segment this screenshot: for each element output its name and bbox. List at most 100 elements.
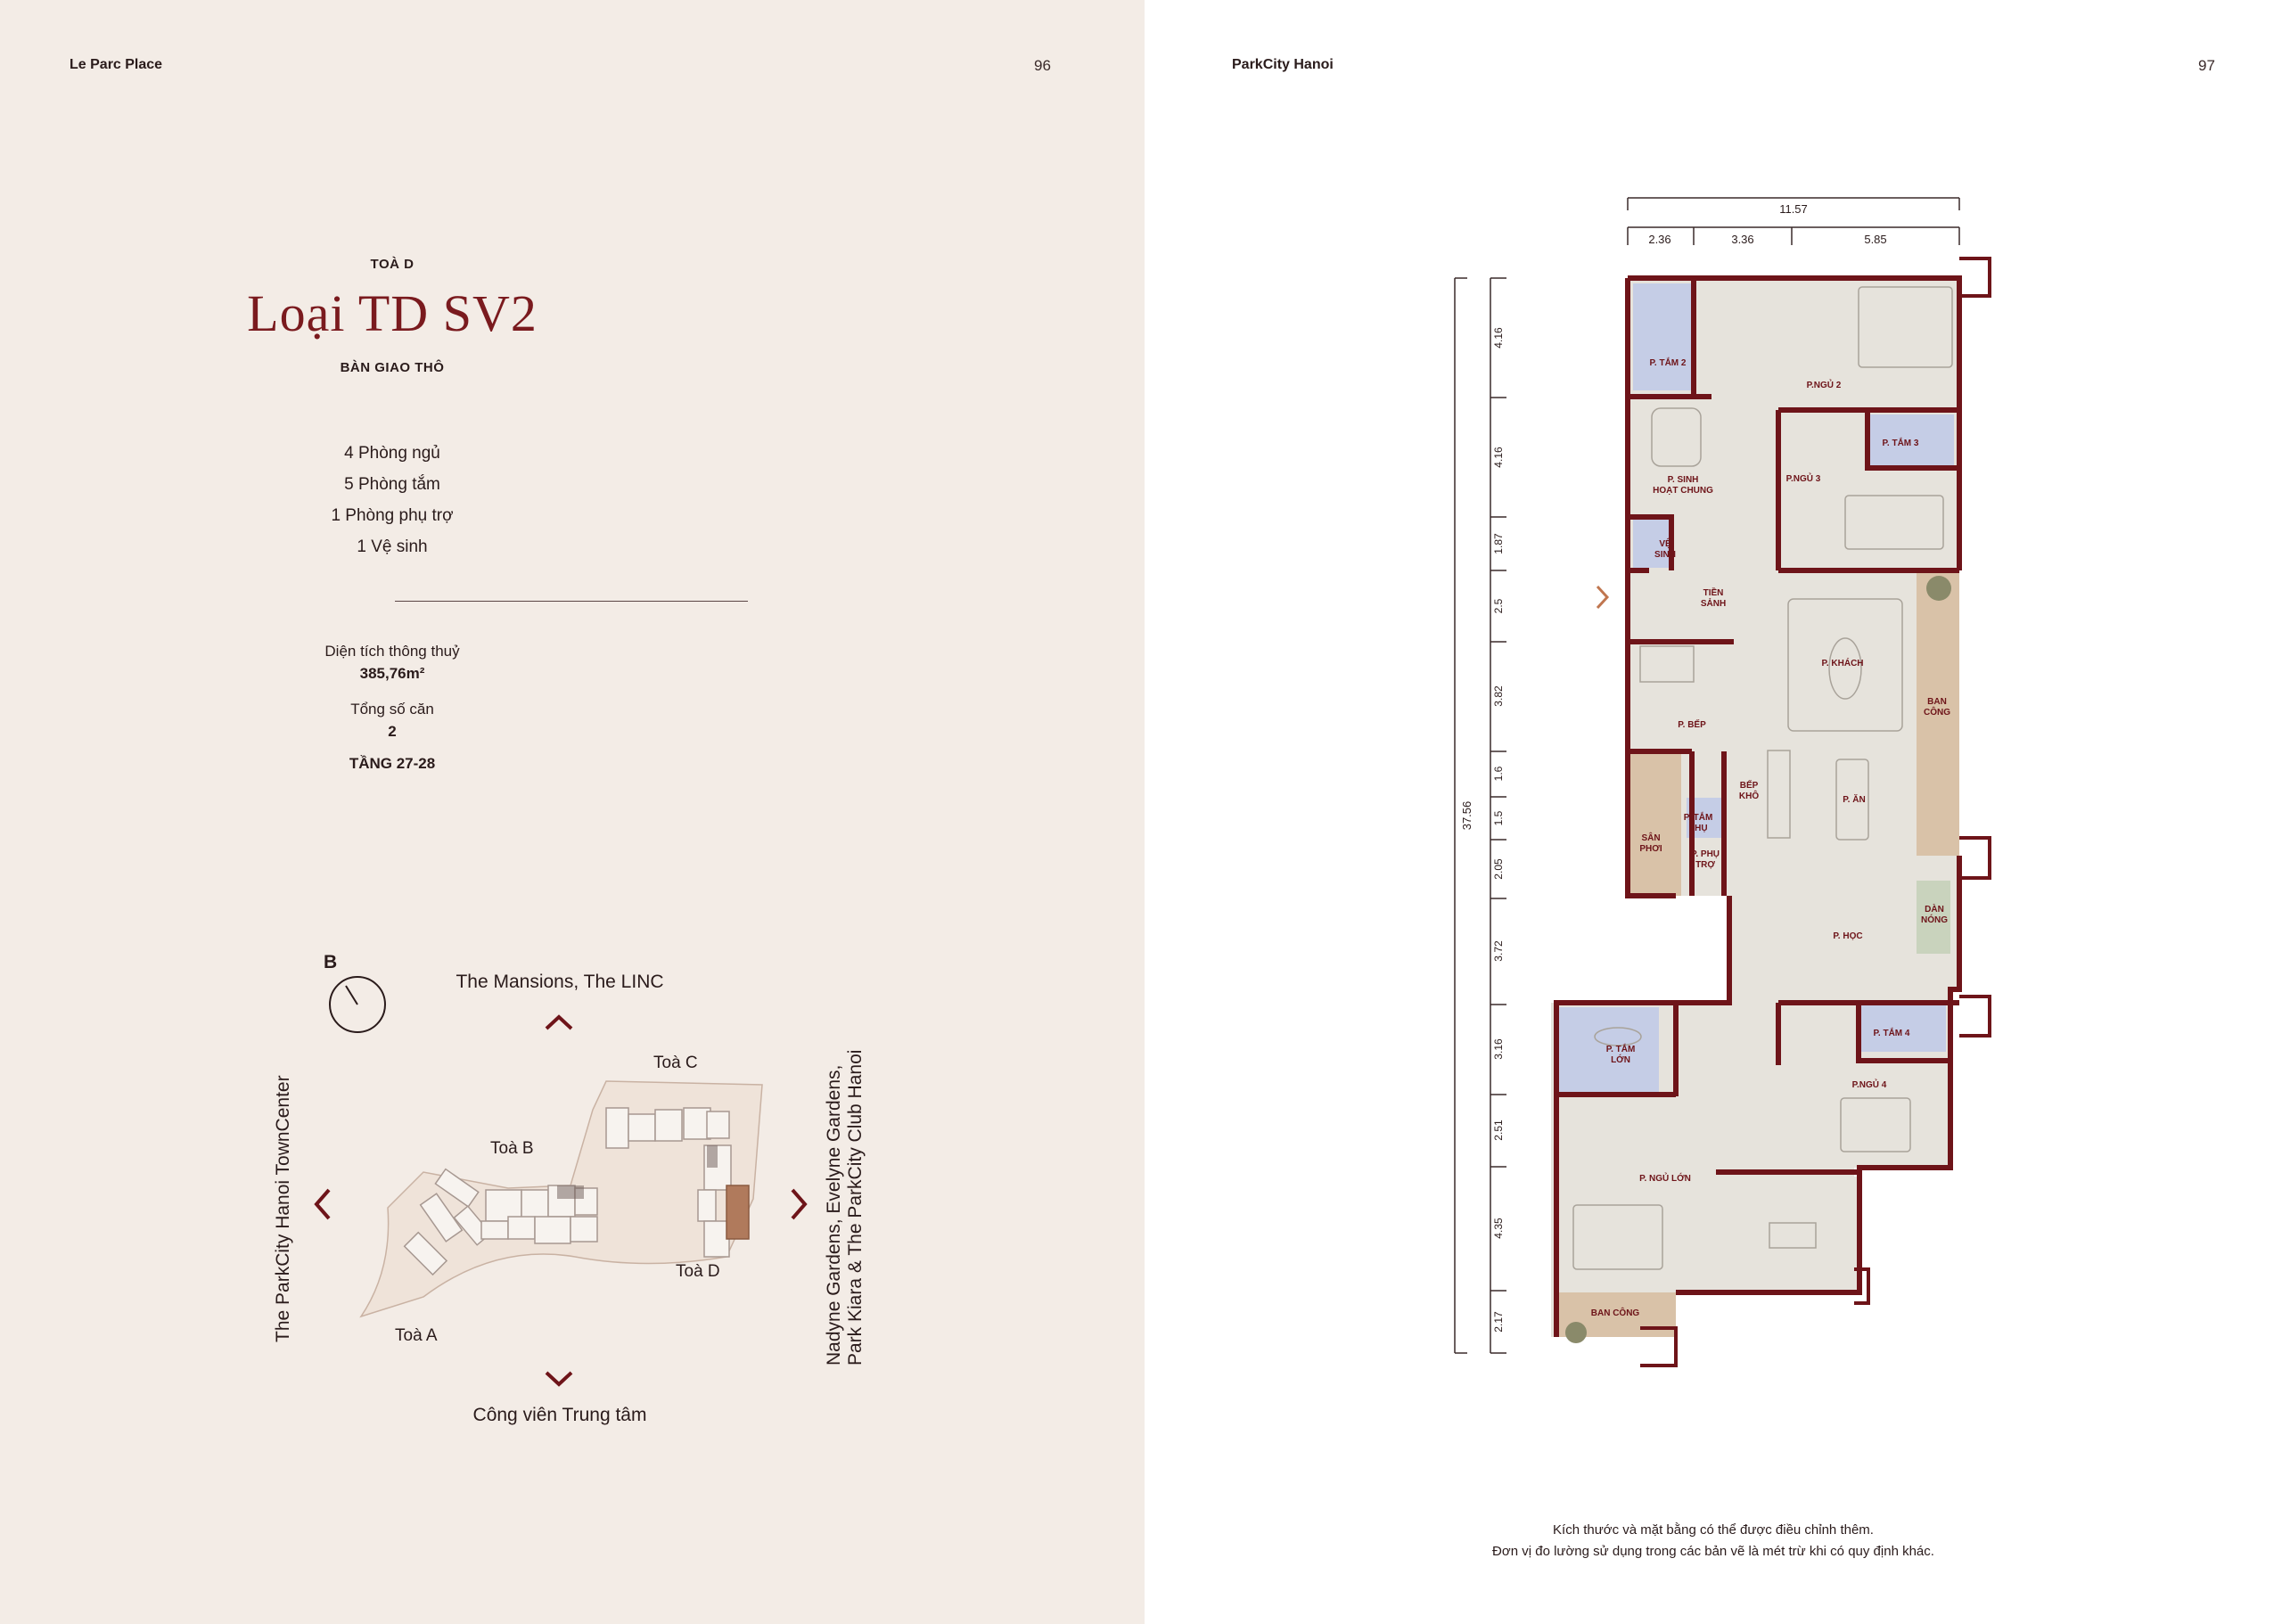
room-bottom-balcony: BAN CÔNG: [1591, 1307, 1640, 1318]
dim-depth-12: 4.35: [1492, 1218, 1505, 1239]
chevron-down-icon[interactable]: [544, 1369, 574, 1389]
dim-width-total: 11.57: [1779, 202, 1808, 216]
footnote-line2: Đơn vị đo lường sử dụng trong các bản vẽ…: [1492, 1544, 1934, 1559]
room-balcony-1: BAN: [1927, 697, 1947, 707]
room-dining: P. ĂN: [1843, 793, 1865, 805]
brand-parkcity-hanoi: ParkCity Hanoi: [1232, 57, 1334, 72]
dim-depth-2: 4.16: [1492, 447, 1505, 468]
unit-title: Loại TD SV2: [247, 284, 538, 342]
laundry-floor: [1628, 753, 1681, 896]
room-aux-bath-2: PHỤ: [1688, 824, 1707, 833]
width-dimension-lines: [1627, 197, 1960, 245]
area-label: Diện tích thông thuỷ: [324, 643, 460, 660]
room-ac-2: NÓNG: [1921, 914, 1948, 925]
room-wc-1: VỆ: [1659, 537, 1671, 549]
page-number-left: 96: [1034, 57, 1051, 74]
room-bath2: P. TẮM 2: [1650, 357, 1687, 368]
room-aux-2: TRỢ: [1695, 860, 1715, 870]
dim-width-1: 2.36: [1648, 233, 1670, 246]
room-aux-1: P. PHỤ: [1691, 849, 1720, 859]
dim-depth-3: 1.87: [1492, 533, 1505, 554]
depth-dimension-lines: [1454, 277, 1506, 1354]
dim-width-2: 3.36: [1731, 233, 1753, 246]
spec-bedrooms: 4 Phòng ngủ: [344, 444, 440, 463]
bathroom-floors: [1556, 283, 1954, 1092]
corner-columns: [1640, 257, 1991, 1367]
dim-depth-11: 2.51: [1492, 1120, 1505, 1141]
spec-bathrooms: 5 Phòng tắm: [344, 475, 440, 494]
dim-depth-total: 37.56: [1460, 801, 1473, 831]
room-study: P. HỌC: [1833, 931, 1862, 941]
units-block: Tổng số căn 2: [214, 698, 570, 742]
room-family-1: P. SINH: [1668, 475, 1699, 485]
tower-c-label: Toà C: [653, 1054, 698, 1072]
walls: [1554, 275, 1962, 1337]
room-living: P. KHÁCH: [1821, 657, 1863, 668]
divider: [395, 601, 748, 602]
dim-depth-9: 3.72: [1492, 940, 1505, 962]
compass-icon: [329, 976, 386, 1033]
room-master-bed: P. NGỦ LỚN: [1639, 1172, 1691, 1184]
furniture: [1572, 286, 1953, 1270]
footnote-line1: Kích thước và mặt bằng có thể được điều …: [1553, 1522, 1874, 1538]
north-direction: The Mansions, The LINC: [456, 972, 664, 992]
chevron-left-icon[interactable]: [312, 1187, 333, 1221]
room-bed2: P.NGỦ 2: [1807, 379, 1842, 390]
room-balcony-2: CÔNG: [1924, 706, 1950, 718]
site-plan-map: [359, 1080, 763, 1318]
east-direction-line1: Nadyne Gardens, Evelyne Gardens,: [824, 1064, 844, 1366]
area-block: Diện tích thông thuỷ 385,76m²: [214, 640, 570, 685]
tower-b-label: Toà B: [490, 1139, 534, 1158]
spec-toilet: 1 Vệ sinh: [357, 537, 428, 556]
dim-depth-1: 4.16: [1492, 327, 1505, 349]
dim-depth-7: 1.5: [1492, 810, 1505, 825]
room-laundry-2: PHƠI: [1639, 844, 1662, 854]
compass-label: B: [324, 952, 338, 972]
ac-area: [1917, 881, 1950, 954]
room-bed4: P.NGỦ 4: [1852, 1079, 1887, 1090]
handover-label: BÀN GIAO THÔ: [340, 360, 445, 375]
plant-icons: [1565, 576, 1951, 1343]
room-foyer-2: SẢNH: [1701, 597, 1726, 609]
dim-depth-10: 3.16: [1492, 1038, 1505, 1060]
chevron-up-icon[interactable]: [544, 1013, 574, 1032]
left-page: Le Parc Place 96 TOÀ D Loại TD SV2 BÀN G…: [0, 0, 1145, 1624]
spec-list: 4 Phòng ngủ 5 Phòng tắm 1 Phòng phụ trợ …: [214, 438, 570, 562]
west-direction: The ParkCity Hanoi TownCenter: [273, 1075, 293, 1342]
east-direction: Nadyne Gardens, Evelyne Gardens, Park Ki…: [824, 1050, 866, 1366]
page-number-right: 97: [2198, 57, 2215, 74]
room-foyer-1: TIỀN: [1703, 586, 1724, 598]
tower-a-label: Toà A: [395, 1326, 438, 1345]
tower-label: TOÀ D: [370, 257, 415, 272]
tower-d-label: Toà D: [676, 1262, 720, 1281]
balcony-floor: [1917, 570, 1959, 856]
room-family-2: HOẠT CHUNG: [1653, 486, 1713, 496]
chevron-right-icon[interactable]: [788, 1187, 809, 1221]
east-direction-line2: Park Kiara & The ParkCity Club Hanoi: [845, 1049, 866, 1366]
dim-depth-4: 2.5: [1492, 598, 1505, 613]
dim-width-3: 5.85: [1864, 233, 1886, 246]
room-aux-bath-1: P. TẮM: [1684, 811, 1713, 823]
dim-depth-5: 3.82: [1492, 685, 1505, 707]
south-direction: Công viên Trung tâm: [472, 1405, 647, 1425]
brand-le-parc-place: Le Parc Place: [70, 57, 163, 72]
room-bath4: P. TẮM 4: [1874, 1027, 1910, 1038]
room-ac-1: DÀN: [1925, 903, 1944, 915]
room-wet-kitchen-2: KHÔ: [1739, 790, 1759, 801]
room-kitchen: P. BẾP: [1678, 718, 1706, 730]
units-value: 2: [388, 723, 397, 740]
entry-arrow-icon: [1596, 585, 1610, 610]
room-wc-2: SINH: [1654, 550, 1676, 560]
area-value: 385,76m²: [359, 665, 425, 682]
dim-depth-6: 1.6: [1492, 766, 1505, 781]
floors-label: TẦNG 27-28: [349, 755, 436, 772]
footnote: Kích thước và mặt bằng có thể được điều …: [1145, 1520, 2282, 1562]
dim-depth-8: 2.05: [1492, 858, 1505, 880]
dim-depth-13: 2.17: [1492, 1311, 1505, 1333]
room-master-bath-1: P. TẮM: [1606, 1043, 1636, 1054]
room-bed3: P.NGỦ 3: [1786, 472, 1821, 484]
tower-d-highlight: [726, 1185, 750, 1240]
units-label: Tổng số căn: [350, 701, 434, 718]
room-wet-kitchen-1: BẾP: [1740, 779, 1759, 791]
room-bath3: P. TẮM 3: [1883, 437, 1919, 448]
